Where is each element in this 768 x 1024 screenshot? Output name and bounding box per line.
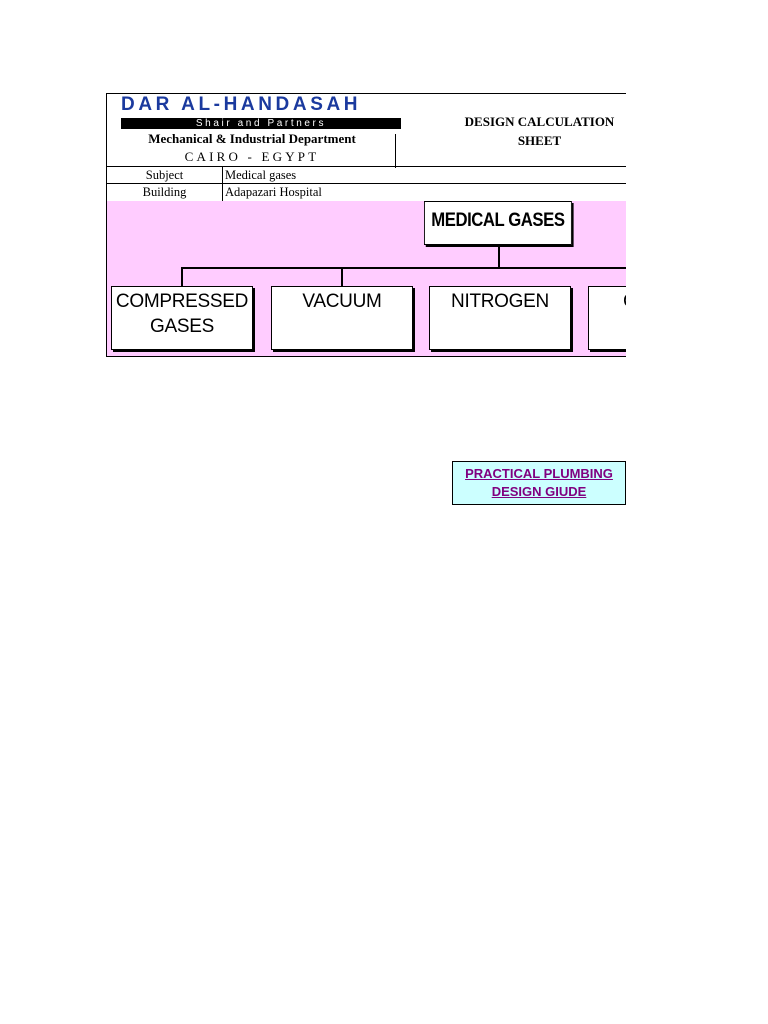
- subject-label: Subject: [145, 168, 184, 182]
- sheet-title: DESIGN CALCULATION SHEET: [452, 112, 626, 150]
- company-tagline: Shair and Partners: [121, 118, 401, 129]
- row-divider: [222, 167, 223, 184]
- node-label-line1: NITROGEN: [451, 291, 549, 312]
- connector-child-1: [181, 267, 183, 286]
- node-label-line1: C: [623, 289, 626, 314]
- subject-row: Subject Medical gases: [106, 166, 626, 184]
- department-name: Mechanical & Industrial Department: [148, 131, 356, 146]
- plumbing-design-guide-link[interactable]: PRACTICAL PLUMBING DESIGN GIUDE: [452, 461, 626, 505]
- chart-root-node: MEDICAL GASES: [424, 201, 572, 245]
- link-line2[interactable]: DESIGN GIUDE: [491, 484, 587, 499]
- row-divider: [222, 184, 223, 201]
- chart-node-vacuum: VACUUM: [271, 286, 413, 350]
- chart-node-nitrogen: NITROGEN: [429, 286, 571, 350]
- company-location: CAIRO - EGYPT: [184, 149, 320, 164]
- subject-value: Medical gases: [225, 168, 297, 182]
- header-divider: [395, 134, 396, 168]
- connector-child-2: [341, 267, 343, 286]
- node-label-line2: GASES: [150, 316, 214, 337]
- sheet-header: DAR AL-HANDASAH Shair and Partners Mecha…: [106, 93, 626, 168]
- medical-gases-chart: MEDICAL GASES COMPRESSED GASES VACUUM NI…: [106, 201, 626, 357]
- chart-node-compressed-gases: COMPRESSED GASES: [111, 286, 253, 350]
- calculation-sheet: DAR AL-HANDASAH Shair and Partners Mecha…: [106, 93, 626, 357]
- sheet-title-line2: SHEET: [517, 133, 562, 148]
- chart-node-partial: C: [588, 286, 626, 350]
- link-line1[interactable]: PRACTICAL PLUMBING: [465, 466, 613, 481]
- node-label-line1: VACUUM: [302, 291, 382, 312]
- sheet-title-line1: DESIGN CALCULATION: [464, 114, 615, 129]
- company-logo-title: DAR AL-HANDASAH: [121, 94, 362, 115]
- building-value: Adapazari Hospital: [225, 185, 322, 199]
- building-row: Building Adapazari Hospital: [106, 183, 626, 202]
- connector-root-down: [498, 245, 500, 268]
- building-label: Building: [142, 185, 187, 199]
- connector-horizontal: [181, 267, 626, 269]
- node-label-line1: COMPRESSED: [115, 291, 249, 312]
